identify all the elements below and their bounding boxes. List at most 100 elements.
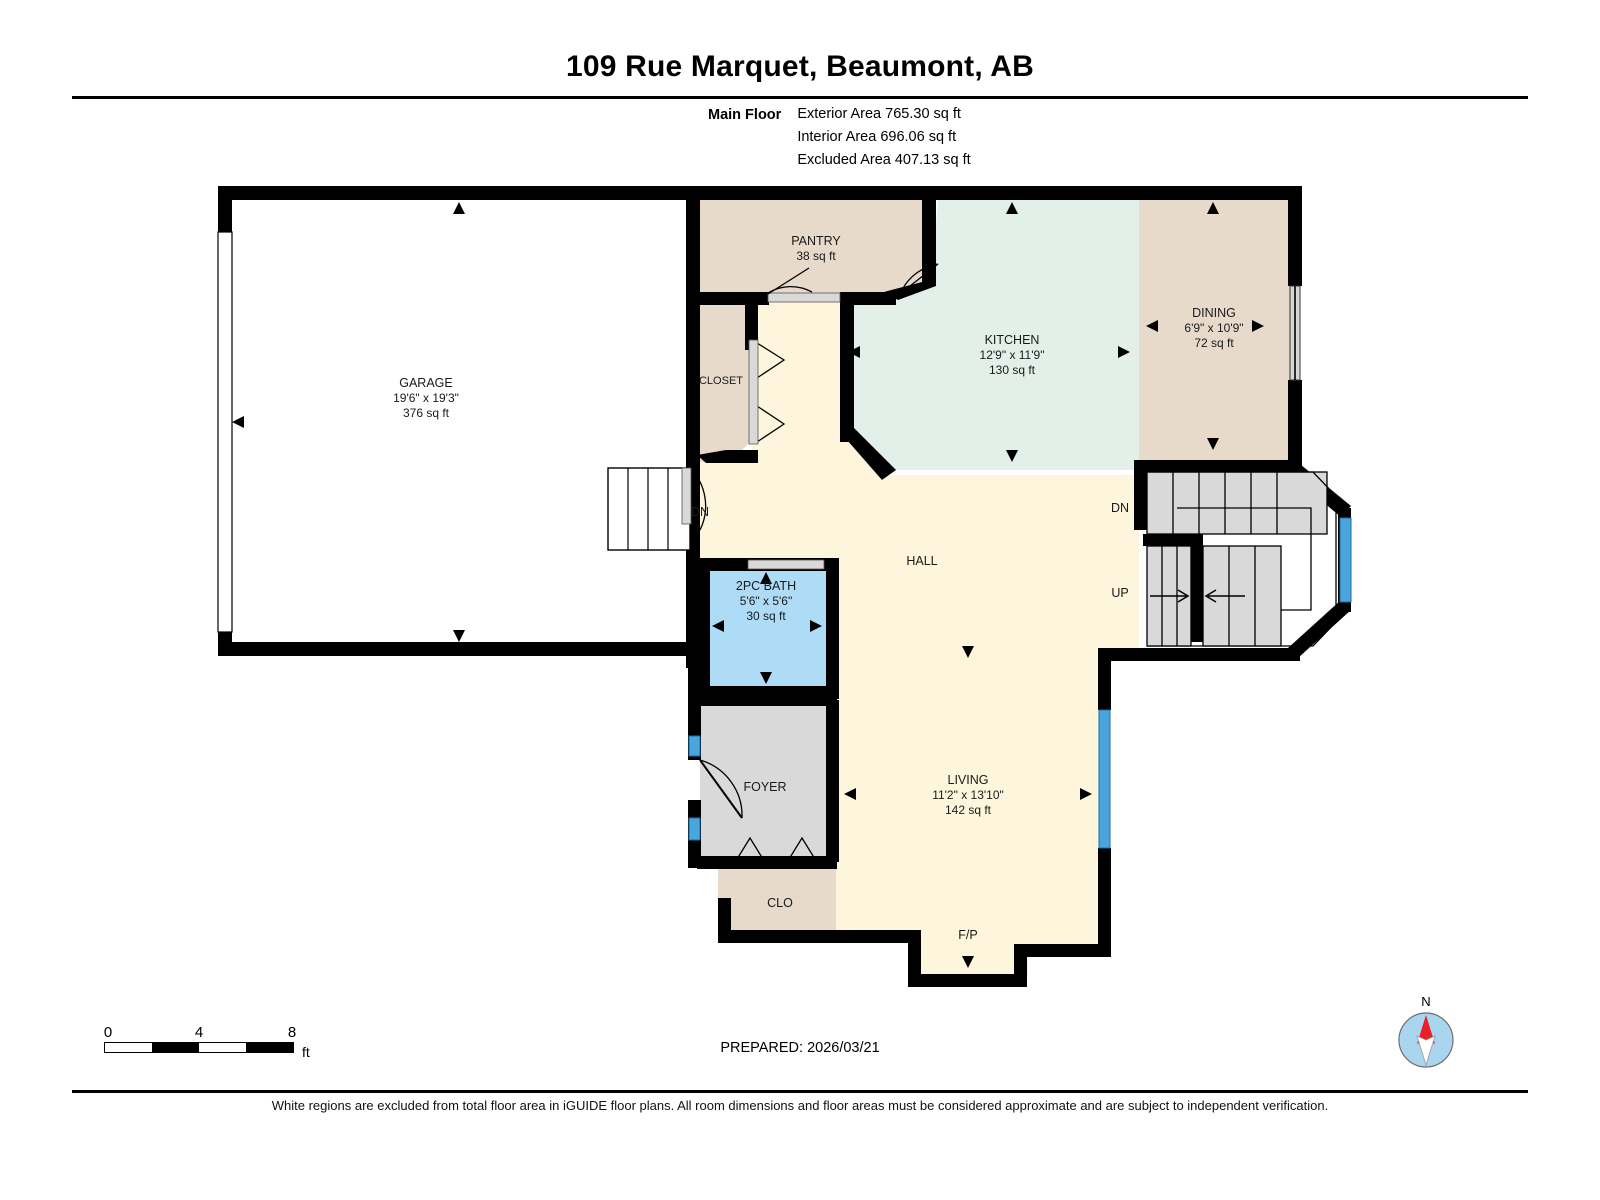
kitchen-fill xyxy=(848,190,1139,475)
scale-tick-8: 8 xyxy=(287,1024,297,1041)
room-label-foyer: FOYER xyxy=(743,780,786,794)
wall-pantry-right xyxy=(922,190,936,286)
page-title: 109 Rue Marquet, Beaumont, AB xyxy=(565,50,1035,83)
room-label-bath: 2PC BATH xyxy=(736,579,796,593)
stair-window xyxy=(1339,517,1352,603)
room-label-hall: HALL xyxy=(906,554,937,568)
footer-divider xyxy=(72,1090,1528,1093)
wall-bath-left xyxy=(697,558,710,698)
wall-living-right-top xyxy=(1098,648,1111,710)
scale-tick-4: 4 xyxy=(194,1024,204,1041)
wall-clo-left xyxy=(718,898,731,943)
floor-area-list: Exterior Area 765.30 sq ft Interior Area… xyxy=(797,106,970,168)
wall-living-bottom-r xyxy=(1014,944,1111,957)
floor-label: Main Floor xyxy=(708,107,782,123)
wall-house-top xyxy=(686,186,1302,200)
scale-track xyxy=(104,1042,294,1053)
main-stair-treads xyxy=(1146,471,1337,647)
room-label-clo: CLO xyxy=(767,896,793,910)
garage-door-opening xyxy=(217,231,233,633)
scale-unit-label: ft xyxy=(302,1044,310,1060)
entry-door-swing xyxy=(699,759,743,819)
room-area-living: 142 sq ft xyxy=(945,803,992,817)
wall-garage-top xyxy=(218,186,696,200)
wall-dining-right-2 xyxy=(1288,380,1302,466)
title-divider xyxy=(72,96,1528,99)
room-dim-garage: 19'6" x 19'3" xyxy=(393,391,459,405)
scale-segment-dark-2 xyxy=(246,1043,293,1052)
wall-foyer-right xyxy=(826,700,839,862)
wall-fp-bottom xyxy=(908,974,1027,987)
disclaimer-text: White regions are excluded from total fl… xyxy=(271,1098,1329,1113)
wall-kitchen-angle xyxy=(840,428,896,480)
hall-living-fill xyxy=(752,300,1139,975)
doors xyxy=(699,263,939,865)
room-dim-living: 11'2" x 13'10" xyxy=(932,788,1004,802)
scale-bar: 0 4 8 ft xyxy=(103,1024,310,1060)
room-fills xyxy=(222,186,1345,975)
garage-fill xyxy=(222,186,692,656)
floor-summary: Main Floor Exterior Area 765.30 sq ft In… xyxy=(708,106,971,168)
room-label-closet: CLOSET xyxy=(699,375,743,387)
stair-label-dn-garage: DN xyxy=(691,505,709,519)
foyer-window-bottom xyxy=(688,817,701,841)
wall-bath-right xyxy=(826,558,839,698)
room-area-dining: 72 sq ft xyxy=(1194,336,1234,350)
wall-dining-bottom xyxy=(1139,460,1302,473)
foyer-window-top xyxy=(688,735,701,757)
closet-fill xyxy=(697,305,752,462)
room-dim-dining: 6'9" x 10'9" xyxy=(1184,321,1243,335)
stair-label-dn-main: DN xyxy=(1111,501,1129,515)
wall-stair-mid-v xyxy=(1190,534,1203,642)
wall-stair-bay-br xyxy=(1288,600,1351,658)
wall-closet-angle xyxy=(697,450,739,463)
wall-stair-bottom xyxy=(1110,648,1300,661)
room-dim-bath: 5'6" x 5'6" xyxy=(740,594,792,608)
clo-door-right xyxy=(785,836,819,865)
exterior-area: Exterior Area 765.30 sq ft xyxy=(797,106,961,122)
wall-garage-bottom xyxy=(218,642,700,656)
garage-stair-box xyxy=(607,467,691,551)
room-label-garage: GARAGE xyxy=(399,376,453,390)
scale-segment-dark xyxy=(152,1043,199,1052)
prepared-date: PREPARED: 2026/03/21 xyxy=(720,1040,880,1056)
compass-icon xyxy=(1398,1012,1454,1068)
hall-living-fill-2 xyxy=(700,462,840,562)
closet-door-lower xyxy=(756,405,786,443)
pantry-kitchen-door xyxy=(895,263,939,298)
wall-stair-left xyxy=(1134,460,1147,530)
wall-pantry-bottom xyxy=(697,292,769,305)
room-labels: GARAGE 19'6" x 19'3" 376 sq ft PANTRY 38… xyxy=(393,234,1243,942)
wall-foyer-bottom xyxy=(697,856,837,869)
room-area-pantry: 38 sq ft xyxy=(796,249,836,263)
scale-tick-labels: 0 4 8 xyxy=(103,1024,297,1042)
scale-tick-0: 0 xyxy=(103,1024,113,1041)
clo-fill xyxy=(718,866,836,940)
excluded-area: Excluded Area 407.13 sq ft xyxy=(797,152,971,168)
stair-label-up-main: UP xyxy=(1111,586,1128,600)
garage-door-swing xyxy=(689,467,707,531)
wall-fp-left xyxy=(908,930,921,987)
room-dim-kitchen: 12'9" x 11'9" xyxy=(980,348,1045,362)
foyer-fill xyxy=(700,704,836,856)
wall-dining-right xyxy=(1288,186,1302,286)
room-label-living: LIVING xyxy=(948,773,989,787)
room-label-dining: DINING xyxy=(1192,306,1236,320)
wall-kitchen-left xyxy=(840,292,854,442)
walls xyxy=(217,186,1352,987)
room-label-pantry: PANTRY xyxy=(791,234,841,248)
room-area-kitchen: 130 sq ft xyxy=(989,363,1036,377)
floor-plan-drawing: GARAGE 19'6" x 19'3" 376 sq ft PANTRY 38… xyxy=(217,186,1352,987)
closet-door-upper xyxy=(756,342,786,379)
dimension-arrows xyxy=(232,202,1264,968)
room-area-garage: 376 sq ft xyxy=(403,406,450,420)
wall-living-right-bot xyxy=(1098,848,1111,956)
pantry-door-leaf xyxy=(767,292,841,303)
room-area-bath: 30 sq ft xyxy=(746,609,786,623)
dining-fill xyxy=(1139,190,1300,460)
bath-door-opening xyxy=(747,559,825,570)
room-label-kitchen: KITCHEN xyxy=(985,333,1040,347)
room-label-fireplace: F/P xyxy=(958,928,977,942)
wall-stair-mid-h xyxy=(1143,534,1203,546)
